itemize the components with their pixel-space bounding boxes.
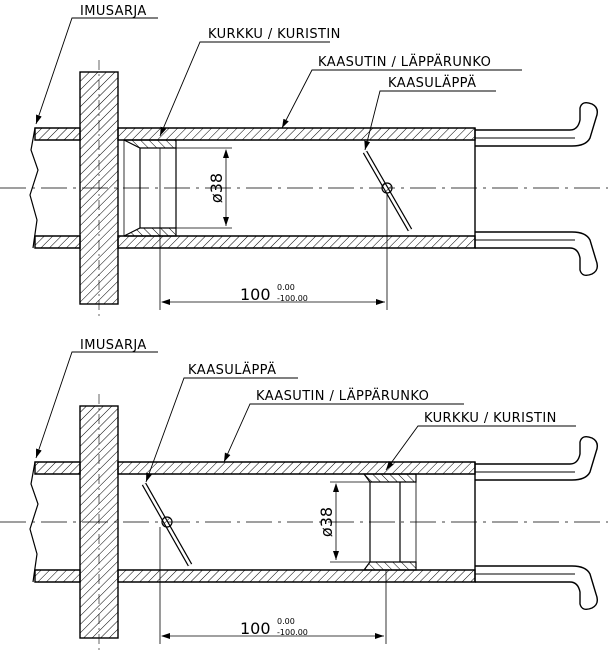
break-line [29,127,39,249]
label-throttle: KAASULÄPPÄ [188,362,276,378]
diameter-dim: ø38 [317,507,336,537]
leader-throat [159,41,330,137]
leader-manifold [35,351,158,459]
throttle-plate [362,150,413,232]
label-throttle: KAASULÄPPÄ [388,75,476,91]
label-throat: KURKKU / KURISTIN [424,411,557,426]
label-body: KAASUTIN / LÄPPÄRUNKO [256,388,429,404]
view-bottom: ø38 100 0.00 -100.00 IMUSARJA KAASULÄPPÄ… [0,338,608,650]
length-dim: 100 [240,285,271,304]
label-throat: KURKKU / KURISTIN [208,27,341,42]
leader-throttle [145,377,298,483]
bellmouth [475,435,599,481]
leader-manifold [35,17,158,125]
leader-body [223,403,464,463]
label-body: KAASUTIN / LÄPPÄRUNKO [318,54,491,70]
view-top: ø38 100 0.00 -100.00 IMUSARJA KURKKU / K… [0,4,608,316]
break-line [29,461,39,583]
leader-throttle [364,90,496,151]
leader-throat [385,425,576,471]
label-manifold: IMUSARJA [80,338,147,353]
tolerance-upper: 0.00 [277,617,295,626]
tolerance-upper: 0.00 [277,283,295,292]
diameter-dim: ø38 [207,173,226,203]
tolerance-lower: -100.00 [277,628,308,637]
label-manifold: IMUSARJA [80,4,147,19]
length-dim: 100 [240,619,271,638]
bellmouth [475,101,599,147]
leader-body [281,69,522,129]
tolerance-lower: -100.00 [277,294,308,303]
throttle-plate [141,482,193,567]
